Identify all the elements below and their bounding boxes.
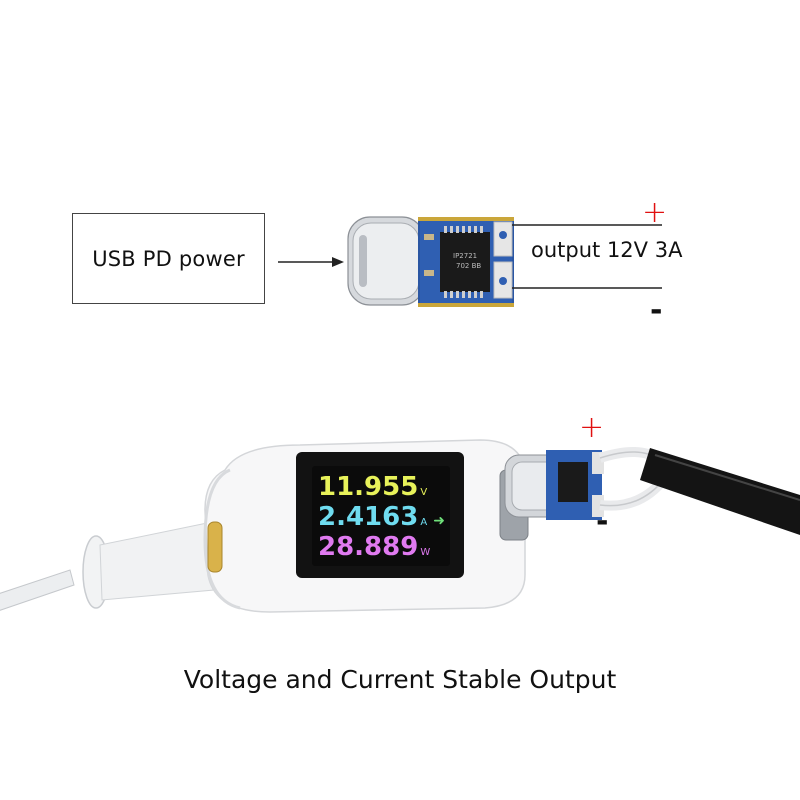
voltage-readout: 11.955 [318,472,419,502]
arrow-right-icon: ➜ [433,513,445,529]
output-rating-label: output 12V 3A [531,238,683,262]
usb-pd-power-box: USB PD power [72,213,265,304]
usb-meter [203,439,529,613]
lower-positive-sign: + [579,410,605,445]
usb-c-cable [0,521,215,611]
current-unit: A [420,517,428,528]
power-unit: W [420,547,431,558]
pd-trigger-module-top: IP2721 702 BB [347,216,514,307]
power-readout: 28.889 [318,532,419,562]
pd-trigger-module-bottom [504,446,800,535]
chip-marking-line1: IP2721 [453,252,477,260]
current-readout: 2.4163 [318,502,419,532]
meter-screen: 11.955 V 2.4163 A ➜ 28.889 W [318,474,450,564]
chip-marking-line2: 702 BB [456,262,481,270]
caption: Voltage and Current Stable Output [183,665,617,694]
voltage-unit: V [420,487,428,498]
lower-negative-sign: - [596,504,609,539]
positive-terminal-sign: + [642,195,668,230]
negative-terminal-sign: - [650,293,663,328]
usb-pd-power-label: USB PD power [92,246,245,271]
arrow-right-icon [278,257,344,267]
